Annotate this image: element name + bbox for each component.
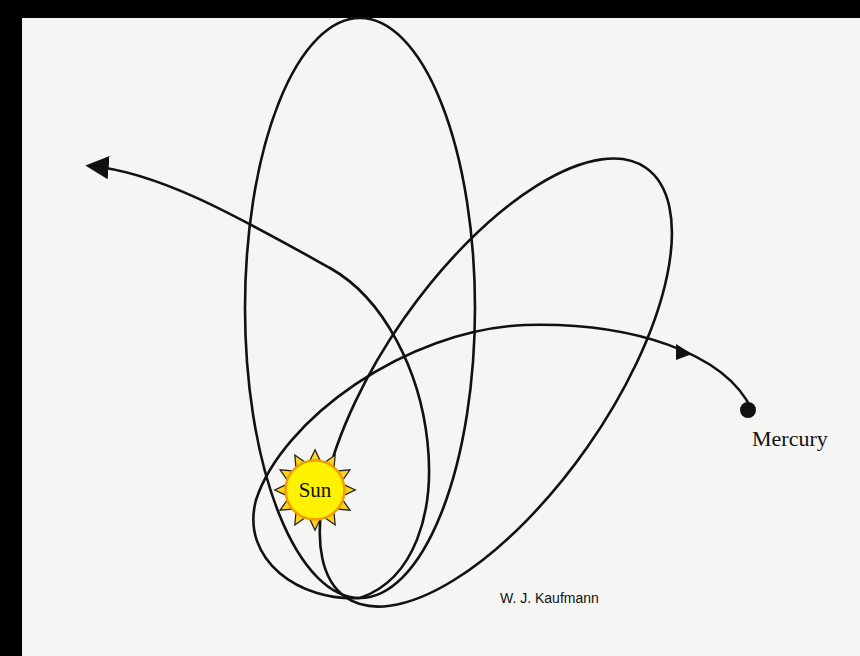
credit-label: W. J. Kaufmann [500, 590, 599, 606]
orbit-ellipse [245, 18, 475, 598]
direction-arrowhead [676, 344, 692, 360]
node-text: Sun [299, 478, 332, 503]
orbit-path [253, 325, 752, 598]
paper-ground [22, 18, 860, 656]
planet-label: Mercury [752, 426, 828, 452]
sun-disc [286, 461, 345, 520]
planet-dot [740, 402, 756, 418]
orbit-path [90, 166, 429, 598]
sun-circle: Sun [273, 448, 357, 532]
orbit-ellipse [254, 104, 738, 656]
